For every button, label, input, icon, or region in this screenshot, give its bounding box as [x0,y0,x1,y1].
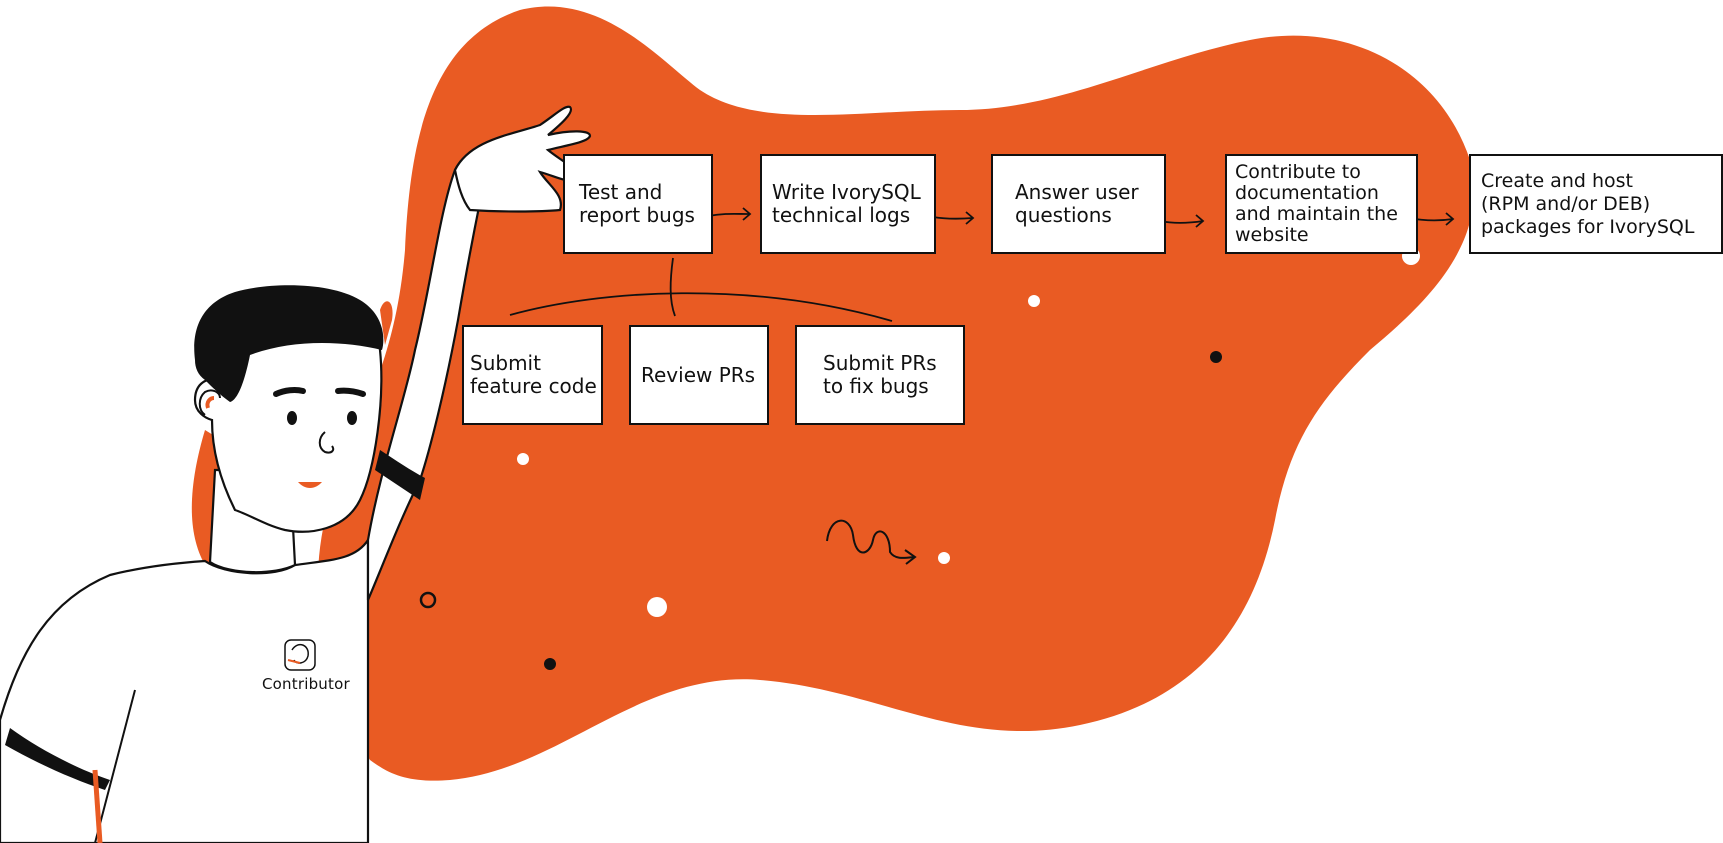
step-label: Review PRs [641,362,756,387]
step-contribute-documentation: Contribute to documentation and maintain… [1225,154,1418,254]
dot-decoration [517,453,529,465]
step-label: Contribute to documentation and maintain… [1235,161,1398,246]
step-test-and-report-bugs: Test and report bugs [563,154,713,254]
contributor-character [0,105,592,843]
ivorysql-elephant-logo-icon [284,639,316,671]
step-label: Submit PRs to fix bugs [823,351,937,398]
step-review-prs: Review PRs [629,325,769,425]
step-submit-prs-fix-bugs: Submit PRs to fix bugs [795,325,965,425]
step-write-technical-logs: Write IvorySQL technical logs [760,154,936,254]
shirt-contributor-label: Contributor [262,675,350,693]
dot-decoration [647,597,667,617]
step-submit-feature-code: Submit feature code [462,325,603,425]
step-label: Answer user questions [1015,180,1139,227]
step-label: Create and host (RPM and/or DEB) package… [1481,169,1695,238]
step-label: Test and report bugs [579,180,695,227]
squiggle-arrow-icon [826,519,916,559]
step-label: Submit feature code [470,351,597,398]
dot-decoration [938,552,950,564]
ring-decoration [419,591,437,609]
dot-decoration [1210,351,1222,363]
dot-decoration [1028,295,1040,307]
step-answer-user-questions: Answer user questions [991,154,1166,254]
dot-decoration [544,658,556,670]
step-create-host-packages: Create and host (RPM and/or DEB) package… [1469,154,1723,254]
step-label: Write IvorySQL technical logs [772,180,921,227]
